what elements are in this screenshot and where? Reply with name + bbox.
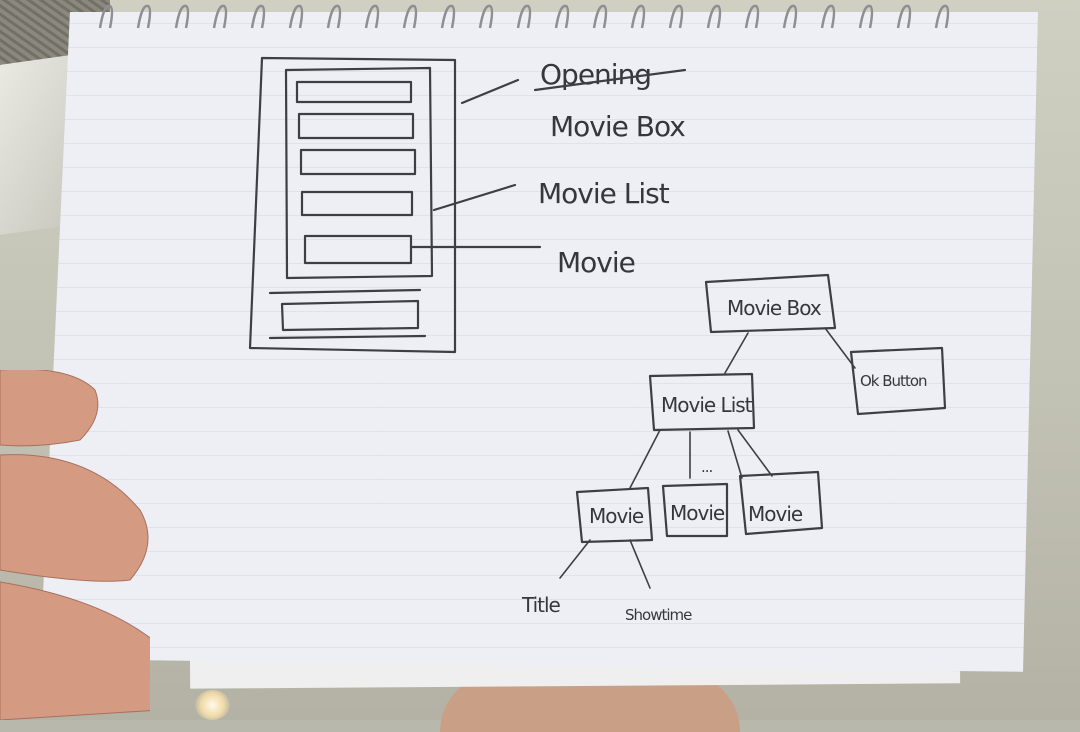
wireframe-movie-row-5 [303, 234, 413, 265]
tree-edge-root-button [824, 327, 856, 369]
wireframe-movie-row-3 [299, 148, 417, 176]
tree-leaf-title: Title [521, 593, 561, 617]
tree-ellipsis: ... [701, 458, 713, 476]
tree-edge-list-movie-3b [737, 429, 773, 477]
tree-edge-list-movie-1 [629, 429, 661, 489]
tree-edge-movie-title [559, 539, 591, 579]
wireframe-button-area [268, 288, 427, 340]
tree-node-movie-box: Movie Box [727, 296, 822, 320]
notebook-page [40, 12, 1038, 672]
tree-node-ok-button: Ok Button [860, 372, 927, 390]
hand-fingers [0, 370, 150, 720]
spiral-binding [98, 4, 950, 29]
wireframe-movie-row-4 [300, 190, 414, 217]
wireframe-movie-row-2 [297, 112, 415, 140]
tree-node-movie-3: Movie [748, 502, 803, 526]
tree-node-movie-list-frame [648, 372, 756, 432]
tree-node-ok-button-frame [849, 346, 947, 416]
tree-node-movie-2: Movie [670, 501, 725, 525]
tree-node-movie-1-frame [575, 486, 654, 544]
callout-line-movie-list [432, 183, 517, 212]
tree-node-movie-list: Movie List [661, 393, 753, 417]
wireframe-movie-list-box [284, 66, 434, 280]
tree-node-movie-box-frame [704, 273, 837, 334]
strikethrough-line [533, 68, 687, 92]
tree-node-movie-2-frame [661, 482, 729, 538]
tree-edge-root-list [724, 332, 749, 374]
wireframe-outer-box [248, 56, 457, 354]
tree-node-movie-3-frame [738, 470, 824, 536]
label-movie-list: Movie List [538, 177, 670, 210]
tree-edge-movie-showtime [629, 539, 651, 589]
label-opening-struck: Opening [540, 58, 651, 91]
tree-leaf-showtime: Showtime [625, 606, 692, 624]
ruled-lines [40, 12, 1038, 672]
tree-edge-list-movie-3a [727, 430, 743, 479]
label-movie-box: Movie Box [550, 110, 685, 143]
label-movie: Movie [557, 246, 635, 279]
tree-node-movie-1: Movie [589, 504, 644, 528]
lamp-glow [195, 690, 230, 720]
wireframe-movie-row-1 [295, 80, 413, 104]
callout-line-movie-box [460, 78, 520, 105]
